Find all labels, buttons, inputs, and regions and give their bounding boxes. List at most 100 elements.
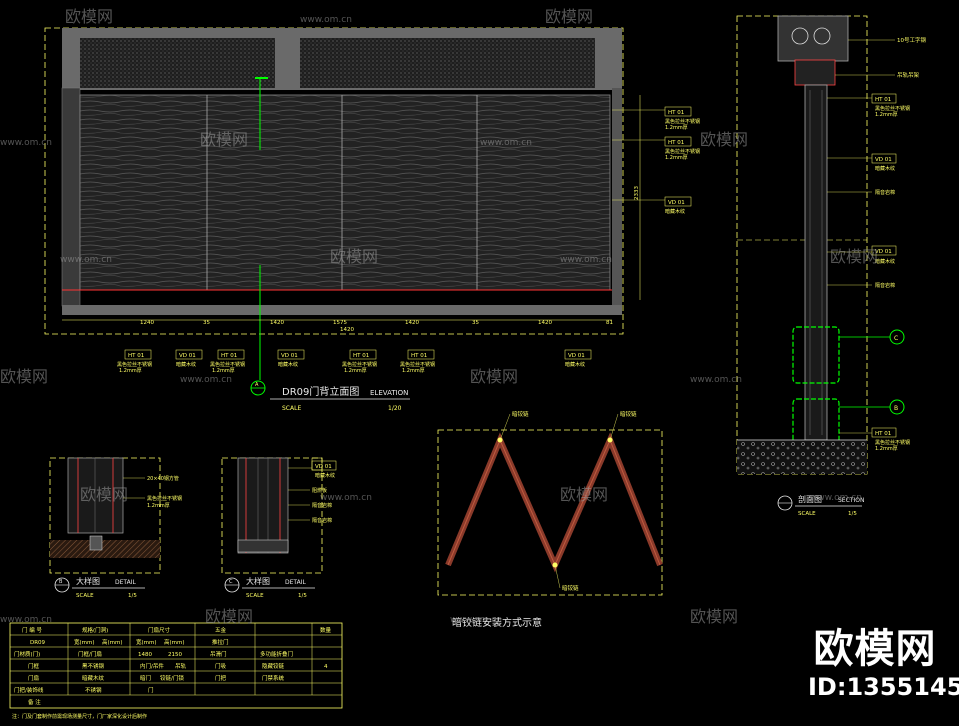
door-panels — [79, 94, 611, 291]
watermark-brand: 欧模网 — [65, 7, 113, 26]
tag-code: HT 01 — [411, 353, 427, 359]
section-tag-code: HT 01 — [875, 97, 891, 103]
schedule-cell: 门材质(门) — [14, 650, 40, 658]
section-tag: 暗藏木纹 — [875, 258, 895, 265]
i-beam — [777, 15, 849, 62]
tag-note: 暗藏木纹 — [176, 361, 196, 368]
elevation-title: DR09门背立面图 — [282, 385, 359, 398]
schedule-cell: 多功能折叠门 — [260, 650, 293, 658]
watermark-brand: 欧模网 — [560, 485, 608, 504]
detail1-drawing: 20×40钢方管 黑色拉丝不锈钢 1.2mm厚 — [49, 457, 182, 574]
section-tag: 隔音岩棉 — [875, 189, 895, 196]
tag-note2: 1.2mm厚 — [212, 368, 235, 374]
tag-note2: 1.2mm厚 — [665, 125, 688, 131]
watermark-url: www.om.cn — [450, 615, 502, 625]
schedule-cell: 推拉门 — [212, 638, 229, 646]
section-tag-code: VD 01 — [875, 157, 892, 163]
schedule-cell: 宽(mm) — [74, 638, 95, 646]
tag-note: 黑色拉丝不锈钢 — [117, 361, 152, 368]
section-tag: 暗藏木纹 — [875, 165, 895, 172]
detail2-tag: 隔音岩棉 — [312, 517, 332, 524]
schedule-cell: 高(mm) — [164, 638, 185, 646]
schedule-cell: 隐藏铰链 — [262, 662, 285, 670]
callout-c-label: C — [894, 335, 898, 342]
tag-note: 暗藏木纹 — [278, 361, 298, 368]
detail2-scale-label: SCALE — [246, 593, 264, 599]
schedule-cell: 黑不锈钢 — [82, 662, 105, 670]
watermark-brand: 欧模网 — [545, 7, 593, 26]
schedule-cell: 宽(mm) — [136, 638, 157, 646]
tag-note: 黑色拉丝不锈钢 — [665, 148, 700, 155]
callout-b — [792, 398, 840, 456]
detail2-tag: VD 01 — [315, 464, 332, 470]
elevation-title-block: A DR09门背立面图 ELEVATION SCALE 1/20 — [250, 380, 410, 412]
schedule-cell: 吊滑门 — [210, 650, 227, 658]
section-tag-code: VD 01 — [875, 249, 892, 255]
schedule-cell: 铰链/门锁 — [160, 674, 184, 682]
tag-note2: 1.2mm厚 — [665, 155, 688, 161]
side-dim: 2333 — [634, 186, 640, 200]
tag-note: 暗藏木纹 — [665, 208, 685, 215]
detail2-tag: 隔音岩棉 — [312, 502, 332, 509]
door-schedule: 门 编 号 规格(门洞) 门扇尺寸 五金 数量 DR09 宽(mm) 高(mm)… — [9, 622, 343, 720]
watermark-brand: 欧模网 — [470, 367, 518, 386]
schedule-header: 门 编 号 — [22, 626, 42, 634]
hinge-caption: 暗铰链安装方式示意 — [452, 616, 542, 629]
section-tag: 隔音岩棉 — [875, 282, 895, 289]
watermark-brand: 欧模网 — [700, 130, 748, 149]
watermark-url: www.om.cn — [810, 493, 862, 503]
watermark-brand: 欧模网 — [330, 247, 378, 266]
schedule-cell: 门框 — [28, 662, 40, 670]
detail2-marker: C — [229, 579, 233, 585]
track — [794, 59, 836, 86]
ceiling-panel-left — [80, 38, 275, 88]
detail1-title: 大样图 — [76, 576, 100, 586]
schedule-cell: 高(mm) — [102, 638, 123, 646]
tag-note: 黑色拉丝不锈钢 — [210, 361, 245, 368]
watermark-brand: 欧模网 — [80, 485, 128, 504]
dim-8: 1420 — [340, 327, 354, 333]
section-tag: 吊轨吊架 — [897, 71, 920, 79]
tag-code: HT 01 — [128, 353, 144, 359]
detail1-tag: 黑色拉丝不锈钢 — [147, 495, 182, 502]
schedule-cell: 门吸 — [215, 662, 227, 670]
watermark-url: www.om.cn — [320, 493, 372, 503]
tag-note: 黑色拉丝不锈钢 — [665, 118, 700, 125]
watermark-brand: 欧模网 — [830, 247, 878, 266]
tag-note2: 1.2mm厚 — [402, 368, 425, 374]
watermark-url: www.om.cn — [0, 138, 52, 148]
schedule-cell: 门把 — [215, 674, 227, 682]
schedule-cell: 吊轨 — [175, 662, 187, 670]
detail1-tag: 1.2mm厚 — [147, 503, 170, 509]
tag-code: HT 01 — [353, 353, 369, 359]
tag-code: VD 01 — [179, 353, 196, 359]
tag-code: HT 01 — [668, 140, 684, 146]
section-title-en: SECTION — [838, 497, 864, 504]
detail1-marker: B — [59, 579, 63, 585]
detail2-tag: 暗藏木纹 — [315, 472, 335, 479]
dim-4: 1420 — [405, 320, 419, 326]
door-leaf-section — [804, 84, 828, 441]
section-tag: 黑色拉丝不锈钢 — [875, 439, 910, 446]
watermark-brand: 欧模网 — [0, 367, 48, 386]
left-jamb — [61, 87, 81, 307]
detail1-title-en: DETAIL — [115, 579, 136, 586]
watermark-url: www.om.cn — [300, 15, 352, 25]
elevation-marker: A — [255, 382, 259, 388]
elevation-title-en: ELEVATION — [370, 389, 408, 397]
dim-1: 35 — [203, 320, 210, 326]
schedule-cell: 1480 — [138, 652, 152, 658]
dim-0: 1240 — [140, 320, 154, 326]
tag-note2: 1.2mm厚 — [119, 368, 142, 374]
floor-slab — [737, 440, 867, 474]
dim-3: 1575 — [333, 320, 347, 326]
tag-code: VD 01 — [668, 200, 685, 206]
detail2-title: 大样图 — [246, 576, 270, 586]
schedule-cell: 备 注 — [28, 698, 41, 706]
section-title: 剖面图 — [798, 494, 822, 504]
detail2-tag: 阻燃板 — [312, 487, 327, 494]
ceiling-panel-right — [300, 38, 595, 88]
schedule-cell: DR09 — [30, 640, 46, 646]
callout-b-label: B — [894, 405, 898, 412]
